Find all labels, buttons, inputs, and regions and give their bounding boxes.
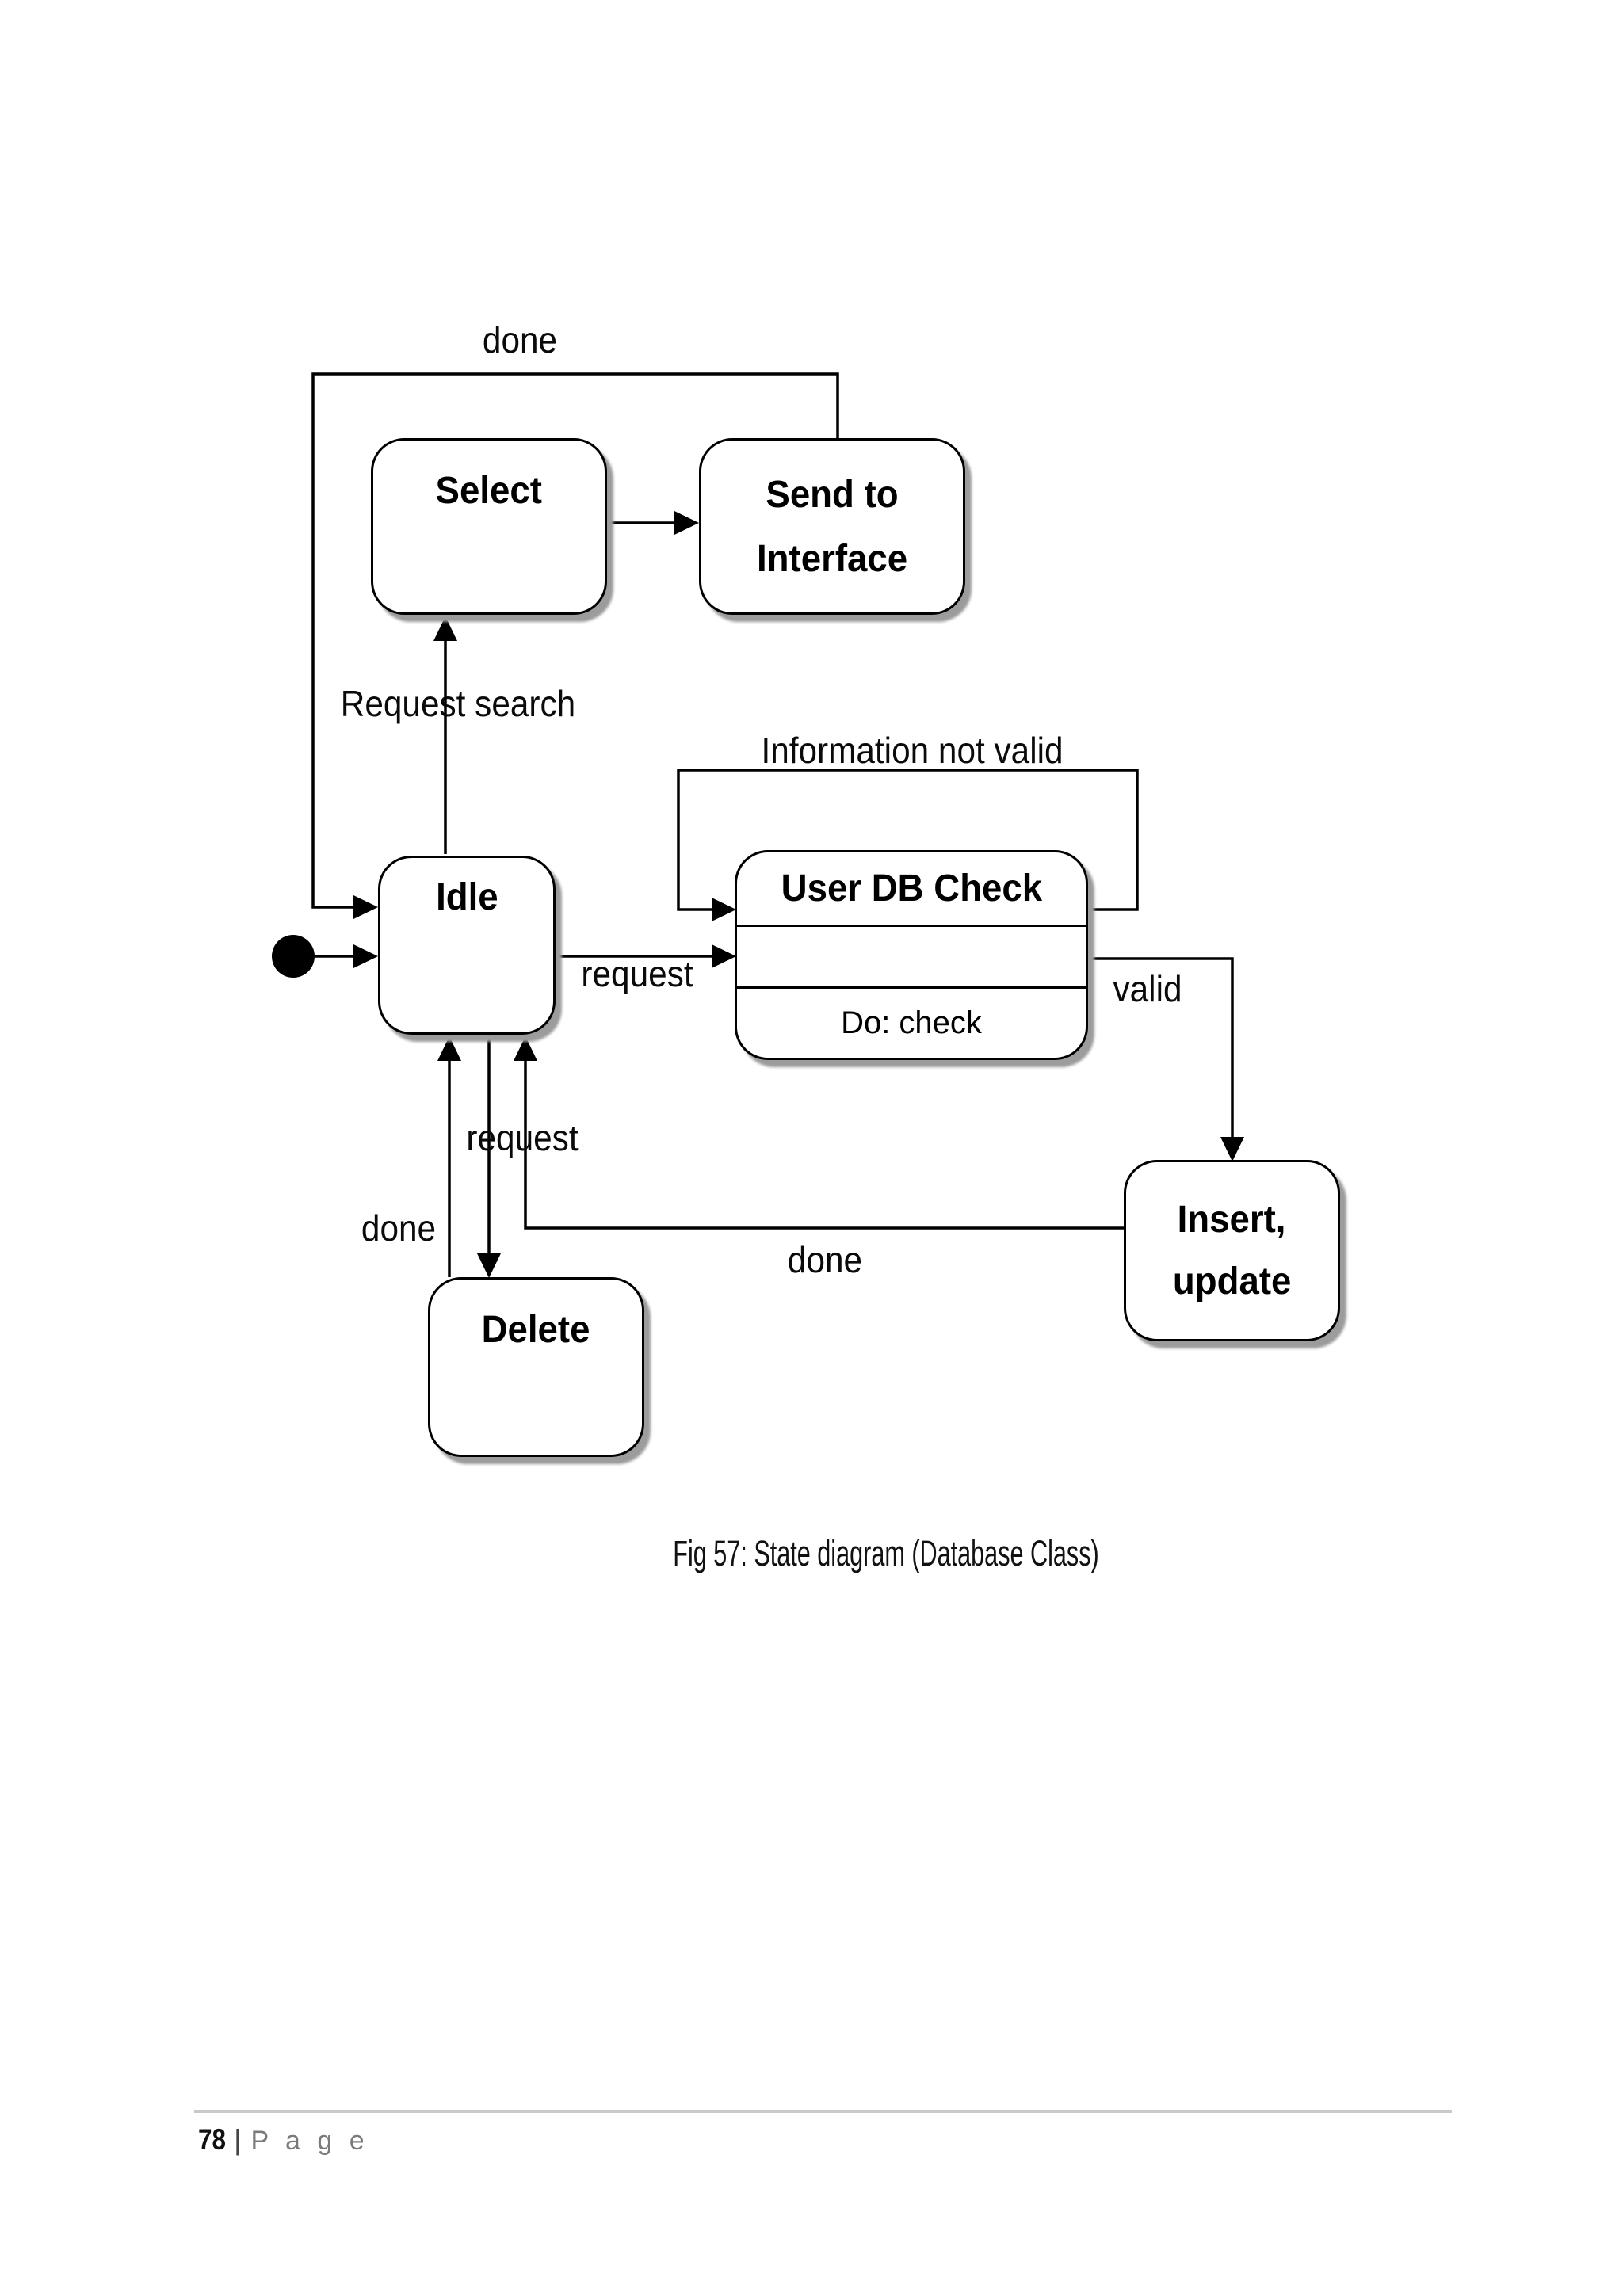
state-send-to-interface: Send to Interface [699, 438, 965, 615]
state-delete: Delete [428, 1277, 644, 1457]
state-select: Select [371, 438, 607, 615]
transition-label-done-insert: done [787, 1239, 863, 1280]
transition-line-valid [1088, 957, 1234, 1138]
transition-label-done-top: done [482, 319, 558, 360]
state-send-to-interface-label-line2: Interface [756, 537, 908, 580]
initial-state-marker [272, 935, 315, 978]
figure-caption: Fig 57: State diagram (Database Class) [673, 1533, 1099, 1573]
page-footer: 78 | P a g e [198, 2123, 369, 2157]
footer-separator: | [234, 2123, 242, 2156]
arrowhead-into-userdbcheck-title [712, 898, 736, 921]
transition-label-done-delete: done [361, 1207, 437, 1249]
arrowhead-into-select [433, 616, 457, 641]
state-user-db-check-label: User DB Check [781, 868, 1042, 910]
transition-line-done-top [311, 372, 839, 909]
arrowhead-into-idle-bottom-right [514, 1036, 537, 1061]
footer-page-word: P a g e [250, 2126, 369, 2156]
footer-divider [194, 2110, 1452, 2113]
arrowhead-into-idle-left-lower [353, 944, 378, 968]
arrowhead-into-send-to-interface [674, 511, 699, 535]
state-user-db-check: User DB Check Do: check [735, 850, 1088, 1060]
arrowhead-into-insert-update [1220, 1137, 1244, 1161]
transition-label-request-delete: request [466, 1117, 579, 1158]
state-delete-label: Delete [482, 1309, 590, 1351]
state-idle: Idle [378, 856, 556, 1035]
state-insert-update: Insert, update [1124, 1160, 1340, 1341]
state-user-db-check-activity: Do: check [841, 1005, 982, 1040]
state-select-label: Select [435, 470, 543, 512]
state-send-to-interface-label-line1: Send to [766, 473, 899, 516]
transition-line-done-insert [524, 1061, 1124, 1230]
state-idle-label: Idle [435, 876, 498, 918]
arrowhead-into-idle-left-upper [353, 895, 378, 919]
footer-page-number: 78 [198, 2123, 226, 2156]
state-insert-update-label-line1: Insert, [1178, 1198, 1286, 1241]
transition-label-information-not-valid: Information not valid [761, 730, 1064, 771]
transition-line-info-not-valid-loop [677, 769, 1139, 911]
transition-label-request-search: Request search [340, 683, 576, 724]
arrowhead-into-userdbcheck-mid [712, 944, 736, 968]
state-user-db-check-title-compartment: User DB Check [737, 852, 1086, 927]
state-user-db-check-empty-compartment [737, 927, 1086, 989]
transition-label-request-db: request [581, 953, 693, 994]
state-user-db-check-activity-compartment: Do: check [737, 989, 1086, 1058]
state-insert-update-label-line2: update [1172, 1260, 1292, 1302]
arrowhead-into-idle-bottom-left [437, 1036, 461, 1061]
transition-label-valid: valid [1113, 968, 1182, 1009]
arrowhead-into-delete [477, 1253, 501, 1278]
